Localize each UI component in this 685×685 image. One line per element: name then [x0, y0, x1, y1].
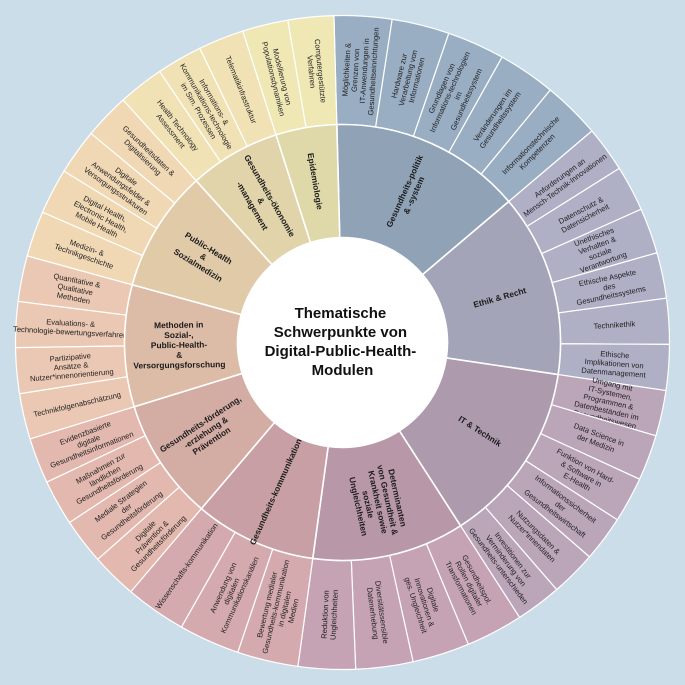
topic-label-ethische-implikationen-von-datenmanageme-line: Implikationen von — [584, 357, 644, 370]
topic-label-quantitative-qualitative-methoden: Quantitative &QualitativeMethoden — [49, 271, 101, 307]
topic-label-computergestuetzte-verfahren: ComputergestützteVerfahren — [304, 39, 328, 105]
topic-label-reduktion-von-ungleichheiten: Reduktion vonUngleichheiten — [319, 589, 339, 640]
category-label-methoden-in-sozial-public-health-versorg-line: Versorgungsforschung — [133, 359, 225, 370]
topic-label-ethische-implikationen-von-datenmanageme-line: Ethische — [600, 349, 630, 360]
center-disc — [237, 237, 448, 448]
category-label-methoden-in-sozial-public-health-versorg-line: Public-Health- — [151, 339, 208, 350]
topic-label-partizipative-ansaetze-nutzer-innenorien-line: Partizipative — [49, 351, 91, 364]
topic-label-moeglichkeiten-grenzen-von-it-anwendunge-line: IT-Anwendungen in — [358, 38, 371, 104]
topic-label-evaluations-technologie-bewertungsverfah-line: Evaluations- & — [46, 317, 95, 329]
topic-label-moeglichkeiten-grenzen-von-it-anwendunge-line: Grenzen von — [350, 48, 362, 92]
topic-label-computergestuetzte-verfahren-line: Verfahren — [305, 55, 317, 89]
center-title-line-4: Modulen — [312, 362, 374, 379]
topic-label-ethische-aspekte-des-gesundheitssystems-line: des — [602, 281, 616, 292]
center-title-line-3: Digital-Public-Health- — [265, 343, 417, 360]
center-title: Thematische Schwerpunkte von Digital-Pub… — [265, 305, 421, 379]
topic-label-partizipative-ansaetze-nutzer-innenorien-line: Ansätze & — [53, 360, 88, 372]
topic-label-moeglichkeiten-grenzen-von-it-anwendunge-line: Möglichkeiten & — [340, 43, 352, 97]
category-label-methoden-in-sozial-public-health-versorg-line: Methoden in — [154, 319, 203, 330]
category-label-methoden-in-sozial-public-health-versorg: Methoden inSozial-,Public-Health-&Versor… — [133, 319, 226, 370]
topic-label-technikethik: Technikethik — [593, 319, 635, 331]
topic-label-technikethik-line: Technikethik — [593, 319, 635, 331]
center-title-line-2: Schwerpunkte von — [274, 324, 407, 341]
topic-label-reduktion-von-ungleichheiten-line: Ungleichheiten — [328, 590, 339, 641]
topic-label-grundlagen-von-informations-technologien-line: im — [452, 90, 463, 101]
category-label-methoden-in-sozial-public-health-versorg-line: & — [176, 350, 182, 360]
category-label-public-health-sozialmedizin-line: & — [198, 251, 208, 263]
category-label-gesundheits-oekonomie-management-line: & — [255, 196, 267, 206]
category-label-methoden-in-sozial-public-health-versorg-line: Sozial-, — [164, 330, 193, 340]
topic-label-hardware-zur-verarbeitung-von-informatio: Hardware zurVerarbeitung vonInformatione… — [388, 47, 428, 109]
outer-ring: Möglichkeiten &Grenzen vonIT-Anwendungen… — [13, 14, 671, 671]
topic-label-reduktion-von-ungleichheiten-line: Reduktion von — [319, 590, 330, 639]
center-title-line-1: Thematische — [295, 305, 387, 322]
